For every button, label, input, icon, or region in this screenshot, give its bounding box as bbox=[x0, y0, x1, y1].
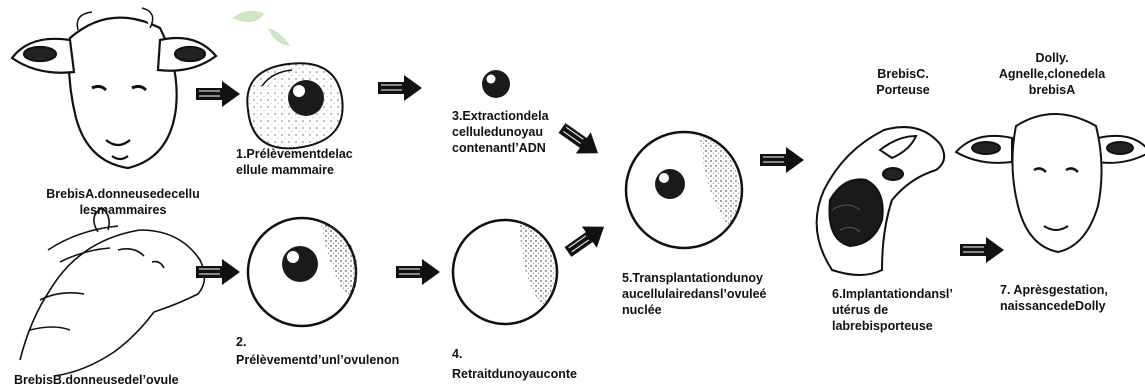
extracted-nucleus bbox=[482, 70, 510, 98]
sheep-b-head bbox=[20, 208, 205, 376]
label-step-3: 3.Extractiondela celluledunoyau contenan… bbox=[452, 108, 602, 156]
transplanted-egg bbox=[626, 132, 742, 248]
label-step-4: Retraitdunoyauconte bbox=[452, 366, 612, 382]
arrow-icon bbox=[196, 259, 240, 285]
arrow-icon bbox=[760, 147, 804, 173]
watermark-leaf bbox=[232, 11, 290, 46]
label-step-5: 5.Transplantationdunoy aucellulairedansl… bbox=[622, 270, 802, 318]
label-sheep-b: BrebisB.donneusedel’ovule bbox=[14, 372, 214, 388]
label-step-1: 1.Prélèvementdelac ellule mammaire bbox=[236, 146, 406, 178]
dolly-lamb-head bbox=[956, 114, 1145, 252]
label-step-6: 6.Implantationdansl’ utérus de labrebisp… bbox=[832, 286, 982, 334]
label-step-4-number: 4. bbox=[452, 346, 482, 362]
label-step-7: 7. Aprèsgestation, naissancedeDolly bbox=[1000, 282, 1145, 314]
arrow-icon bbox=[378, 75, 422, 101]
sheep-a-head bbox=[12, 8, 216, 168]
label-step-2-number: 2. bbox=[236, 334, 266, 350]
label-sheep-a: BrebisA.donneusedecellu lesmammaires bbox=[28, 186, 218, 218]
mammary-cell bbox=[247, 63, 342, 148]
label-dolly: Dolly. Agnelle,clonedela brebisA bbox=[990, 50, 1114, 98]
egg-cell bbox=[248, 218, 358, 326]
arrow-icon bbox=[561, 216, 612, 263]
arrow-icon bbox=[396, 259, 440, 285]
arrow-icon bbox=[960, 237, 1004, 263]
sheep-c-head bbox=[817, 127, 945, 275]
label-sheep-c: BrebisC. Porteuse bbox=[858, 66, 948, 98]
arrow-icon bbox=[196, 81, 240, 107]
enucleated-egg bbox=[453, 220, 557, 324]
label-step-2: Prélèvementd’unl’ovulenon bbox=[236, 352, 426, 368]
